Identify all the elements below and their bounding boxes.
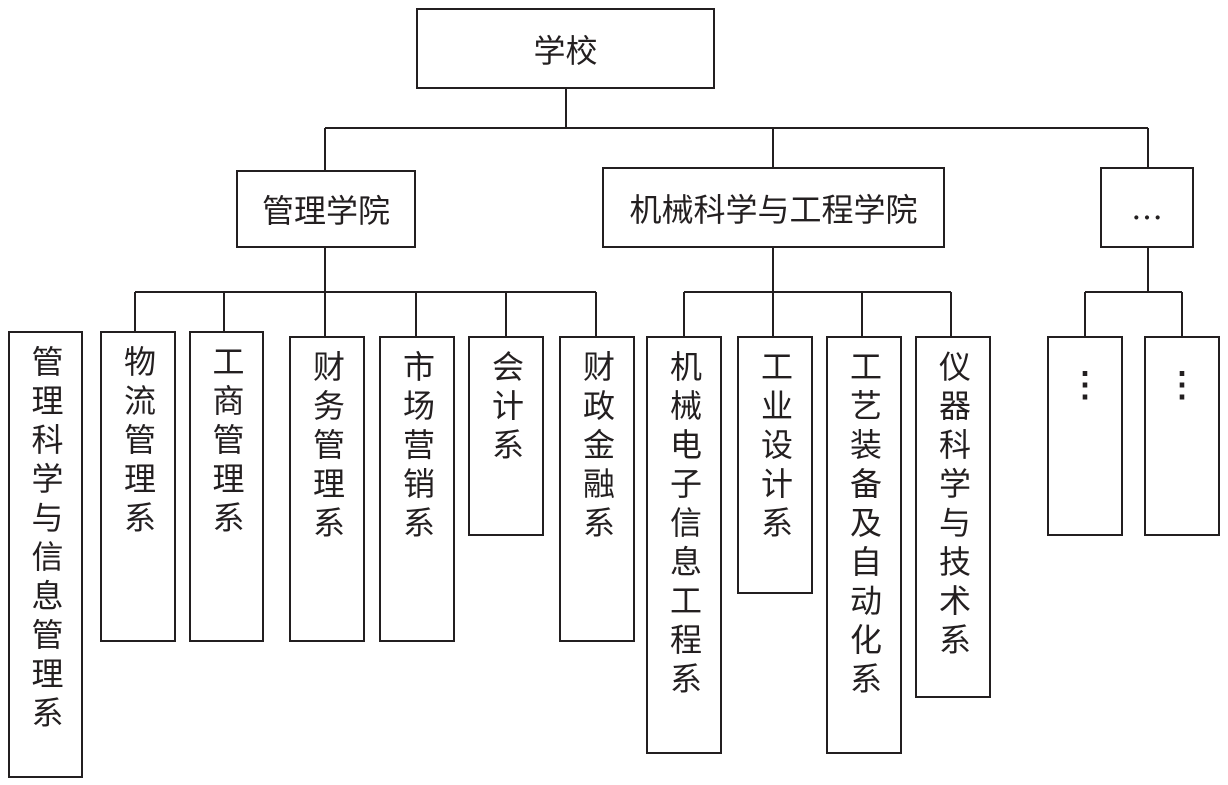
dept-label: 仪器科学与技术系 xyxy=(934,350,972,662)
dept-box-2: 物流管理系 xyxy=(100,331,176,642)
dept-box-12: ⋮ xyxy=(1047,336,1123,536)
dept-label: 机械电子信息工程系 xyxy=(665,350,703,701)
dept-label: 工商管理系 xyxy=(207,345,246,540)
dept-box-5: 市场营销系 xyxy=(379,336,455,642)
dept-box-13: ⋮ xyxy=(1144,336,1220,536)
dept-label: 财政金融系 xyxy=(578,350,616,545)
dept-label: 管理科学与信息管理系 xyxy=(26,345,65,735)
college-box-management: 管理学院 xyxy=(236,170,416,248)
dept-box-4: 财务管理系 xyxy=(289,336,365,642)
dept-label: 工业设计系 xyxy=(756,350,794,545)
dept-box-3: 工商管理系 xyxy=(189,331,264,642)
dept-box-11: 仪器科学与技术系 xyxy=(915,336,991,698)
dept-label: 会计系 xyxy=(487,350,525,467)
dept-box-7: 财政金融系 xyxy=(559,336,635,642)
college-label: 机械科学与工程学院 xyxy=(629,190,918,229)
dept-label: ⋮ xyxy=(1165,365,1199,405)
college-box-ellipsis: … xyxy=(1100,167,1194,248)
college-label: … xyxy=(1131,188,1163,227)
dept-label: 工艺装备及自动化系 xyxy=(845,350,883,701)
root-label: 学校 xyxy=(533,31,598,70)
dept-label: 市场营销系 xyxy=(398,350,436,545)
root-box: 学校 xyxy=(416,8,715,89)
dept-box-10: 工艺装备及自动化系 xyxy=(826,336,902,754)
dept-box-8: 机械电子信息工程系 xyxy=(646,336,722,754)
college-label: 管理学院 xyxy=(261,192,390,230)
dept-box-1: 管理科学与信息管理系 xyxy=(8,331,83,778)
dept-box-9: 工业设计系 xyxy=(737,336,813,594)
college-box-mechanical: 机械科学与工程学院 xyxy=(602,167,945,248)
dept-label: ⋮ xyxy=(1068,365,1102,405)
dept-box-6: 会计系 xyxy=(468,336,544,536)
dept-label: 财务管理系 xyxy=(308,350,346,545)
dept-label: 物流管理系 xyxy=(119,345,157,540)
